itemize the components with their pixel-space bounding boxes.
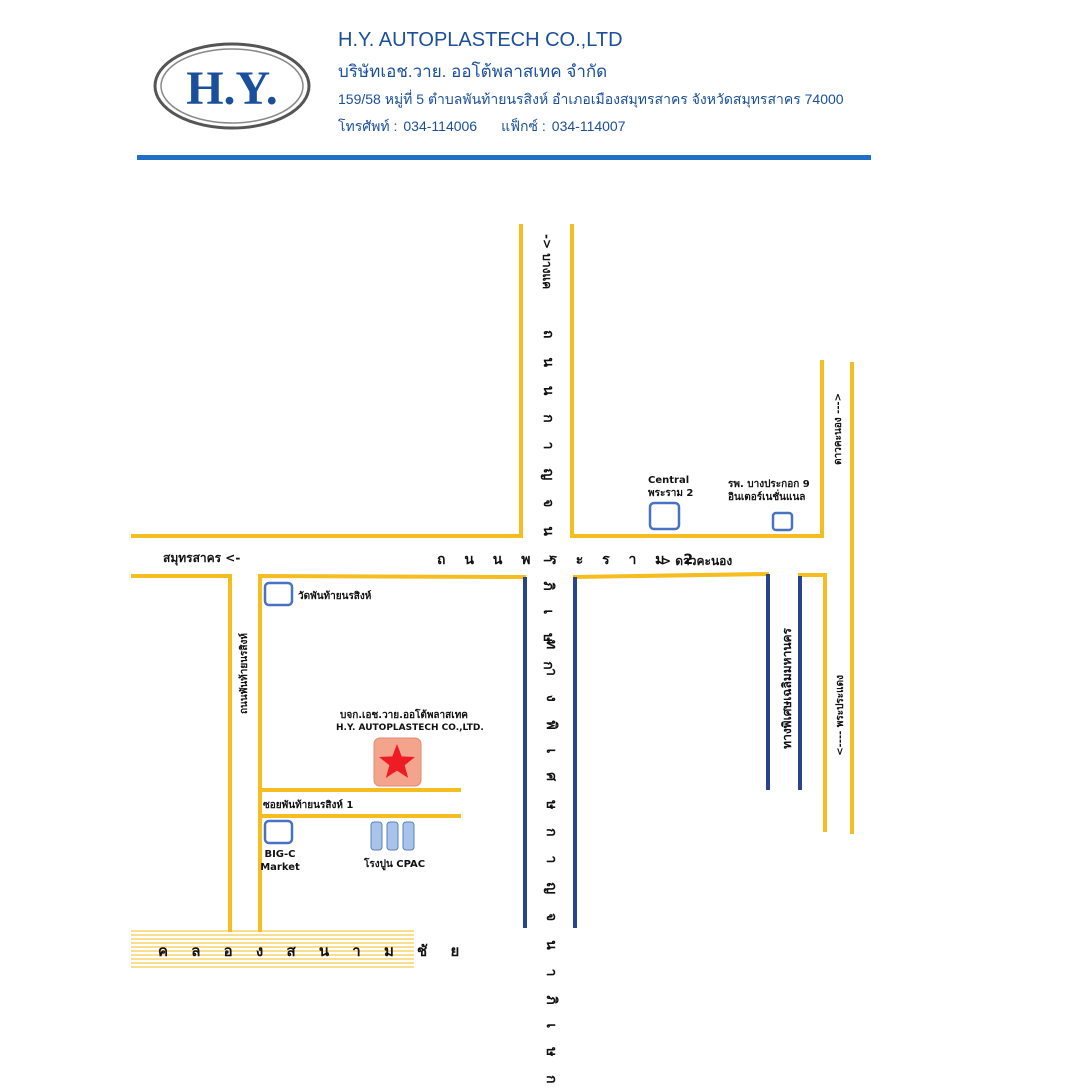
direction-samut-sakhon: สมุทรสาคร <- bbox=[163, 551, 241, 565]
direction-bang-khae: -> บางแค bbox=[540, 234, 554, 290]
label-hospital-line2: อินเตอร์เนชั่นแนล bbox=[728, 492, 806, 503]
label-hospital-line1: รพ. บางประกอก 9 bbox=[728, 479, 810, 490]
roads bbox=[131, 224, 854, 932]
star-icon bbox=[379, 744, 415, 778]
expressway-label-chalerm: ทางพิเศษเฉลิมมหานคร bbox=[780, 628, 794, 749]
road-label-tha-phan: ถนนพันท้ายนรสิงห์ bbox=[239, 633, 250, 715]
fax-label: แฟ็กซ์ : bbox=[501, 118, 546, 134]
cpac-silo-icon bbox=[370, 821, 415, 851]
logo-graphic: H.Y. bbox=[153, 42, 311, 130]
phone-number: 034-114006 bbox=[403, 118, 478, 134]
direction-dao-khanong-east: ดาวคะนอง ---> bbox=[833, 393, 844, 465]
expressways bbox=[523, 574, 802, 928]
label-temple: วัดพันท้ายนรสิงห์ bbox=[298, 591, 372, 602]
label-central-line1: Central bbox=[648, 475, 690, 486]
direction-dao-khanong: –> ดาวคะนอง bbox=[655, 554, 733, 568]
label-company-th: บจก.เอช.วาย.ออโต้พลาสเทค bbox=[340, 710, 468, 721]
road-label-rama2: ถ น น พ ร ะ ร า ม 2 bbox=[437, 552, 701, 568]
label-bigc-line2: Market bbox=[260, 862, 300, 873]
road-rama2-north-west bbox=[131, 224, 523, 538]
bigc-marker bbox=[263, 819, 294, 845]
expressway-label-kanchanaphisek: ท า ง พิ เ ศ ษ ก า ญ จ น า ภิ เ ษ ก bbox=[543, 640, 559, 1091]
phone-label: โทรศัพท์ : bbox=[338, 118, 398, 134]
road-label-kanchanaphisek: ถ น น ก า ญ จ น า ภิ เ ษ ก bbox=[540, 330, 556, 677]
hospital-marker bbox=[771, 511, 794, 532]
label-company-en: H.Y. AUTOPLASTECH CO.,LTD. bbox=[336, 723, 484, 733]
label-bigc: BIG-C Market bbox=[258, 848, 302, 874]
road-phra-pradaeng-west bbox=[798, 573, 827, 832]
fax-number: 034-114007 bbox=[551, 118, 626, 134]
contact-line: โทรศัพท์ : 034-114006 แฟ็กซ์ : 034-114007 bbox=[338, 116, 632, 138]
logo: H.Y. bbox=[150, 40, 315, 132]
road-label-soi-1: ซอยพันท้ายนรสิงห์ 1 bbox=[263, 800, 354, 811]
central-marker bbox=[648, 501, 681, 531]
canal-label: ค ล อ ง ส น า ม ชั ย bbox=[158, 942, 469, 960]
label-central-line2: พระราม 2 bbox=[648, 488, 694, 499]
company-name-en: H.Y. AUTOPLASTECH CO.,LTD bbox=[338, 29, 623, 51]
road-rama2-south-far-west bbox=[131, 574, 232, 932]
company-address: 159/58 หมู่ที่ 5 ตำบลพันท้ายนรสิงห์ อำเภ… bbox=[338, 91, 844, 107]
company-name-th: บริษัทเอช.วาย. ออโต้พลาสเทค จำกัด bbox=[338, 62, 608, 81]
label-company: บจก.เอช.วาย.ออโต้พลาสเทค H.Y. AUTOPLASTE… bbox=[336, 709, 484, 735]
direction-phra-pradaeng: <---- พระประแดง bbox=[835, 675, 846, 756]
label-bigc-line1: BIG-C bbox=[264, 849, 296, 860]
label-central: Central พระราม 2 bbox=[648, 474, 693, 500]
header-rule bbox=[137, 155, 871, 160]
route-map bbox=[131, 224, 854, 968]
road-tha-phan-west-edge bbox=[258, 573, 527, 932]
road-rama2-north-east bbox=[570, 224, 824, 538]
temple-marker bbox=[263, 581, 294, 607]
logo-text: H.Y. bbox=[186, 62, 278, 115]
label-hospital: รพ. บางประกอก 9 อินเตอร์เนชั่นแนล bbox=[728, 478, 810, 504]
road-rama2-south-east bbox=[572, 571, 770, 580]
canal-stripes bbox=[131, 930, 414, 968]
label-cpac: โรงปูน CPAC bbox=[364, 859, 426, 870]
